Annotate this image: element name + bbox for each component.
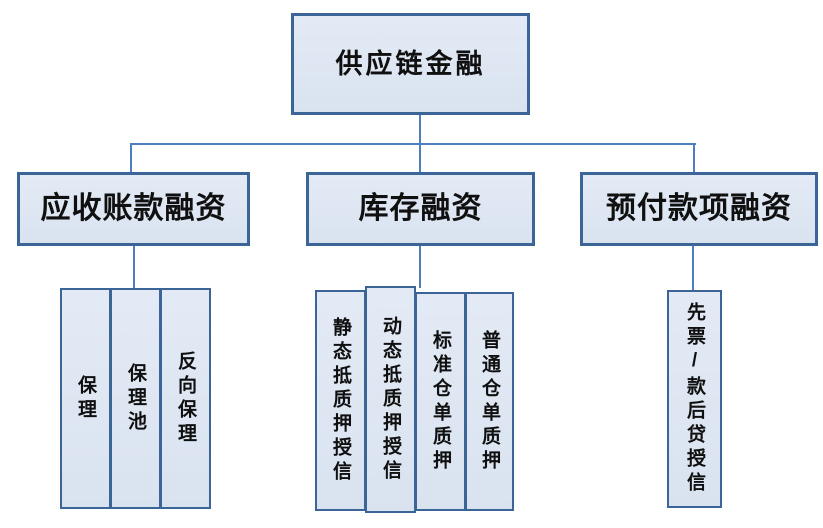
leaf-ordinary-warehouse-receipt-pledge: 普通仓单质押: [465, 292, 514, 511]
leaf-ordinary-warehouse-receipt-pledge-label: 普通仓单质押: [479, 329, 500, 474]
leaf-factoring-pool-label: 保理池: [125, 362, 146, 435]
connector-prepayment-to-leaf: [692, 246, 694, 290]
leaf-pay-first-loan-later-credit: 先票/款后贷授信: [667, 290, 722, 508]
leaf-factoring: 保理: [60, 288, 111, 509]
leaf-standard-warehouse-receipt-pledge: 标准仓单质押: [415, 292, 466, 511]
leaf-factoring-label: 保理: [75, 374, 96, 423]
connector-bus-to-prepayment: [693, 143, 695, 173]
leaf-pay-first-loan-later-credit-label: 先票/款后贷授信: [684, 302, 705, 496]
node-inventory-financing: 库存融资: [306, 172, 535, 246]
node-prepayment-financing: 预付款项融资: [580, 172, 818, 246]
node-supply-chain-finance: 供应链金融: [291, 13, 530, 115]
connector-horizontal-bus: [130, 143, 696, 145]
node-accounts-receivable-financing-label: 应收账款融资: [40, 192, 227, 225]
leaf-dynamic-pledge-credit-label: 动态抵质押授信: [380, 315, 401, 484]
connector-bus-to-receivables: [130, 143, 132, 173]
connector-inventory-to-leaves: [419, 246, 421, 288]
leaf-static-pledge-credit-label: 静态抵质押授信: [330, 316, 351, 485]
leaf-factoring-pool: 保理池: [110, 288, 161, 509]
node-inventory-financing-label: 库存融资: [358, 192, 483, 225]
leaf-reverse-factoring: 反向保理: [160, 288, 211, 509]
leaf-static-pledge-credit: 静态抵质押授信: [315, 290, 366, 511]
connector-receivables-to-leaves: [133, 246, 135, 288]
node-supply-chain-finance-label: 供应链金融: [335, 48, 486, 79]
node-prepayment-financing-label: 预付款项融资: [606, 192, 792, 225]
leaf-standard-warehouse-receipt-pledge-label: 标准仓单质押: [430, 329, 451, 474]
node-accounts-receivable-financing: 应收账款融资: [17, 172, 250, 246]
leaf-reverse-factoring-label: 反向保理: [175, 350, 196, 447]
leaf-dynamic-pledge-credit: 动态抵质押授信: [365, 286, 416, 513]
